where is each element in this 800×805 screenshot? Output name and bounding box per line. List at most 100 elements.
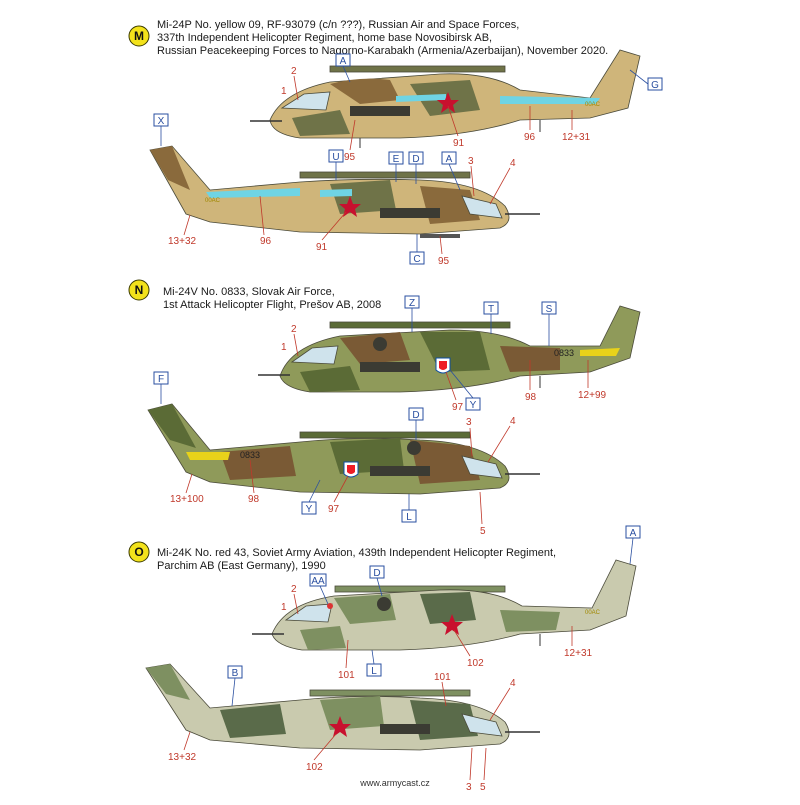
callout-number: 3 — [466, 417, 472, 428]
camo-patch — [146, 664, 190, 700]
tail-code: 00AC — [585, 102, 601, 108]
cyan-band — [500, 96, 600, 104]
red-star-insignia — [441, 614, 463, 635]
callout-number: 2 — [291, 66, 297, 77]
scheme-badge — [128, 279, 150, 301]
callout-number: 98 — [248, 494, 260, 505]
callout-number: 12+31 — [564, 648, 593, 659]
camo-patch — [148, 404, 196, 448]
camo-patch — [420, 592, 476, 624]
scheme-badge-letter: O — [134, 545, 143, 559]
callout-number: 4 — [510, 416, 516, 427]
engine-intake — [407, 441, 421, 455]
main-rotor-head — [299, 171, 471, 179]
caption-line: Russian Peacekeeping Forces to Nagorno-K… — [157, 45, 608, 57]
main-rotor-head — [329, 65, 506, 73]
callouts: B 13+32 102 101 4 3 5 — [168, 665, 516, 793]
scheme-n: N Mi-24V No. 0833, Slovak Air Force, 1st… — [128, 279, 641, 537]
decal-ref-letter: G — [651, 80, 659, 91]
red-star-insignia — [329, 716, 351, 737]
caption-line: Mi-24V No. 0833, Slovak Air Force, — [163, 286, 335, 298]
callout-number: 96 — [260, 236, 272, 247]
callout-number: 3 — [468, 156, 474, 167]
cockpit-canopy — [461, 713, 503, 737]
decal-ref-letter: Y — [470, 400, 477, 411]
callout-number: 4 — [510, 158, 516, 169]
window-row — [370, 466, 430, 476]
decal-ref-letter: X — [158, 116, 165, 127]
camo-patch — [300, 626, 346, 650]
helicopter-side-right: 0833 — [147, 403, 540, 495]
callout-number: 5 — [480, 526, 486, 537]
scheme-m: M Mi-24P No. yellow 09, RF-93079 (c/n ??… — [128, 19, 663, 267]
yellow-stripe — [186, 452, 230, 460]
slovak-roundel-shield — [347, 465, 355, 474]
callout-number: 97 — [452, 402, 464, 413]
callout-number: 2 — [291, 584, 297, 595]
slovak-roundel-shield — [439, 361, 447, 370]
footer-url: www.armycast.cz — [359, 778, 430, 788]
caption-line: Parchim AB (East Germany), 1990 — [157, 560, 326, 572]
camo-patch — [500, 346, 560, 372]
callout-number: 98 — [525, 392, 537, 403]
camo-patch — [320, 696, 384, 730]
main-rotor-head — [309, 689, 471, 697]
engine-intake — [373, 337, 387, 351]
callout-number: 101 — [434, 672, 451, 683]
callout-number: 13+32 — [168, 752, 197, 763]
camo-patch — [330, 78, 400, 104]
decal-ref-letter: D — [412, 154, 419, 165]
callouts: F D Y L 13+100 98 97 3 4 5 — [153, 371, 516, 537]
window-row — [380, 724, 430, 734]
caption-line: Mi-24P No. yellow 09, RF-93079 (c/n ???)… — [157, 19, 519, 31]
camo-patch — [220, 446, 296, 480]
camo-patch — [300, 366, 360, 392]
decal-ref-letter: D — [412, 410, 419, 421]
decal-ref-letter: Z — [409, 298, 415, 309]
window-row — [350, 106, 410, 116]
camo-patch — [220, 704, 286, 738]
callout-number: 2 — [291, 324, 297, 335]
caption-line: Mi-24K No. red 43, Soviet Army Aviation,… — [157, 547, 556, 559]
decal-ref-letter: B — [232, 668, 239, 679]
scheme-badge-letter: M — [134, 29, 144, 43]
callout-number: 95 — [438, 256, 450, 267]
camo-patch — [500, 610, 560, 632]
decal-ref-letter: D — [373, 568, 380, 579]
decal-ref-letter: C — [413, 254, 420, 265]
callouts: 2 1 95 91 96 12+31 A G — [281, 53, 663, 163]
scheme-badge — [128, 25, 150, 47]
decal-ref-letter: L — [371, 666, 377, 677]
callout-number: 12+31 — [562, 132, 591, 143]
callout-number: 1 — [281, 342, 287, 353]
main-rotor-head — [329, 321, 511, 329]
decal-ref-letter: T — [488, 304, 494, 315]
decal-ref-letter: L — [406, 512, 412, 523]
decal-ref-letter: U — [332, 152, 339, 163]
decal-ref-letter: A — [340, 56, 347, 67]
cockpit-canopy — [290, 345, 339, 365]
cockpit-canopy — [461, 455, 503, 479]
callout-number: 5 — [480, 782, 486, 793]
callouts: X U E D A C 13+32 96 91 95 3 — [153, 113, 516, 267]
callout-number: 13+32 — [168, 236, 197, 247]
helicopter-side-left: 00AC — [250, 49, 641, 148]
helicopter-side-right: 00AC — [149, 145, 540, 238]
scheme-o: O Mi-24K No. red 43, Soviet Army Aviatio… — [128, 525, 641, 793]
red-beacon — [327, 603, 333, 609]
camo-patch — [292, 110, 350, 136]
serial-number: 0833 — [554, 348, 574, 358]
main-rotor-head — [299, 431, 471, 439]
callout-number: 12+99 — [578, 390, 607, 401]
red-star-insignia — [339, 196, 361, 217]
cyan-band — [206, 188, 300, 198]
serial-number: 0833 — [240, 450, 260, 460]
caption-line: 1st Attack Helicopter Flight, Prešov AB,… — [163, 299, 381, 311]
decal-ref-letter: AA — [311, 576, 325, 587]
callout-number: 102 — [467, 658, 484, 669]
decal-ref-letter: A — [630, 528, 637, 539]
decal-ref-letter: A — [446, 154, 453, 165]
callout-number: 13+100 — [170, 494, 204, 505]
